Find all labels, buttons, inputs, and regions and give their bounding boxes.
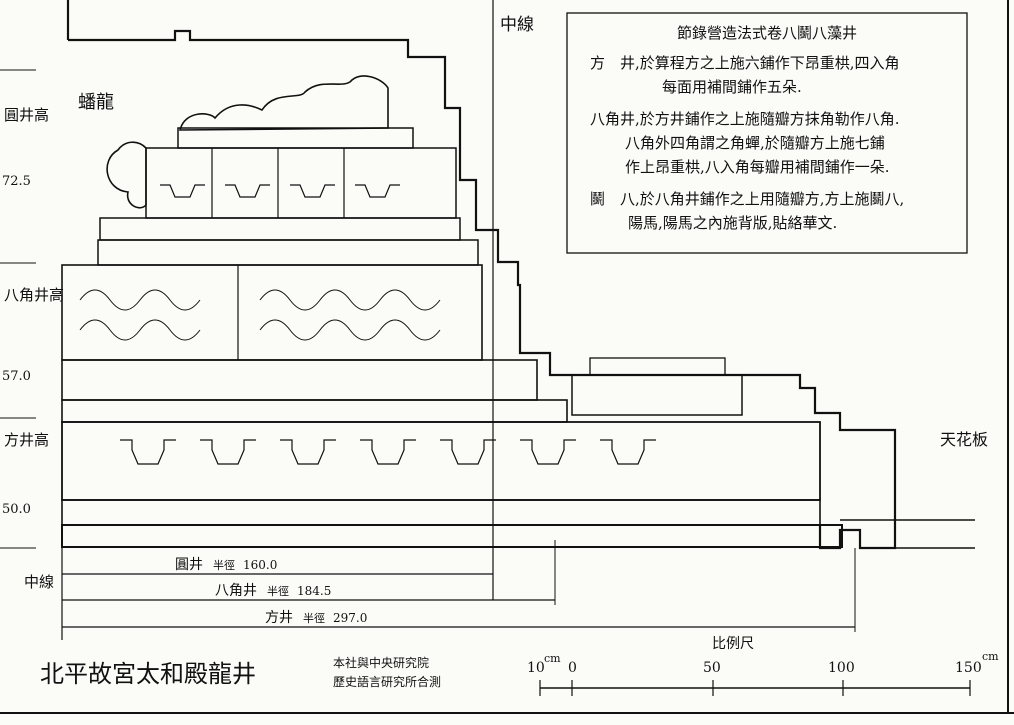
- round-well-frieze: [177, 127, 414, 149]
- square-well-base-molding: [61, 499, 821, 526]
- center-line-label-bottom: 中線: [24, 573, 54, 591]
- scale-tick-label: 50: [703, 660, 721, 676]
- scale-tick-label: 150: [955, 660, 982, 676]
- center-line-label-top: 中線: [500, 15, 534, 35]
- square-well-bracket-tier: [61, 421, 821, 501]
- scale-tick-label: 10: [527, 660, 545, 676]
- scale-unit: cm: [982, 650, 999, 663]
- round-well-base-frieze: [99, 217, 461, 241]
- notes-line: 八角外四角謂之角蟬,於隨瓣方上施七鋪: [625, 134, 885, 152]
- octagon-well-height: 八角井高: [4, 286, 64, 304]
- square-well-brackets: [120, 439, 656, 465]
- round-well-height-value: 72.5: [2, 174, 31, 189]
- octagon-top-frieze: [97, 239, 479, 266]
- notes-line: 作上昂重栱,八入角每瓣用補間鋪作一朵.: [625, 158, 890, 176]
- scale-tick-label: 100: [828, 660, 855, 676]
- round-well-bracket-tier: [145, 147, 457, 219]
- credit-line-1: 本社與中央研究院: [333, 655, 429, 670]
- notes-line: 方 井,於算程方之上施六鋪作下昂重栱,四入角: [590, 54, 900, 72]
- square-top-frieze: [61, 399, 568, 423]
- dragon-label: 蟠龍: [78, 92, 114, 113]
- cloud-carving-swirls: [79, 289, 441, 341]
- scale-tick-label: 0: [568, 660, 577, 676]
- side-bracket-cap: [589, 357, 726, 376]
- scale-ticks: [539, 680, 971, 696]
- side-bracket-set: [571, 374, 743, 416]
- notes-line: 鬬 八,於八角井鋪作之上用隨瓣方,方上施鬬八,: [590, 190, 904, 208]
- square-well-height-value: 50.0: [2, 502, 31, 517]
- drawing-title: 北平故宮太和殿龍井: [40, 660, 256, 688]
- round-well-brackets: [160, 148, 400, 218]
- notes-box: [566, 12, 968, 254]
- scale-unit: cm: [544, 652, 561, 665]
- octagon-cloud-band: [61, 359, 538, 401]
- octagon-well-height-value: 57.0: [2, 369, 31, 384]
- square-well-height: 方井高: [4, 431, 49, 449]
- notes-line: 陽馬,陽馬之內施背版,貼絡華文.: [628, 214, 837, 232]
- notes-line: 每面用補間鋪作五朵.: [662, 78, 802, 96]
- octagon-well-carving: [61, 264, 483, 361]
- ceiling-board-label: 天花板: [940, 430, 988, 449]
- dragon-left-cloud: [106, 141, 147, 209]
- round-well-height: 圓井高: [4, 106, 49, 124]
- notes-title: 節錄營造法式卷八鬬八藻井: [677, 24, 857, 42]
- credit-line-2: 歷史語言研究所合測: [333, 674, 441, 689]
- scale-label: 比例尺: [712, 636, 754, 652]
- dragon-crest: [178, 75, 389, 131]
- notes-line: 八角井,於方井鋪作之上施隨瓣方抹角勒作八角.: [590, 110, 900, 128]
- square-well-beam: [61, 524, 843, 548]
